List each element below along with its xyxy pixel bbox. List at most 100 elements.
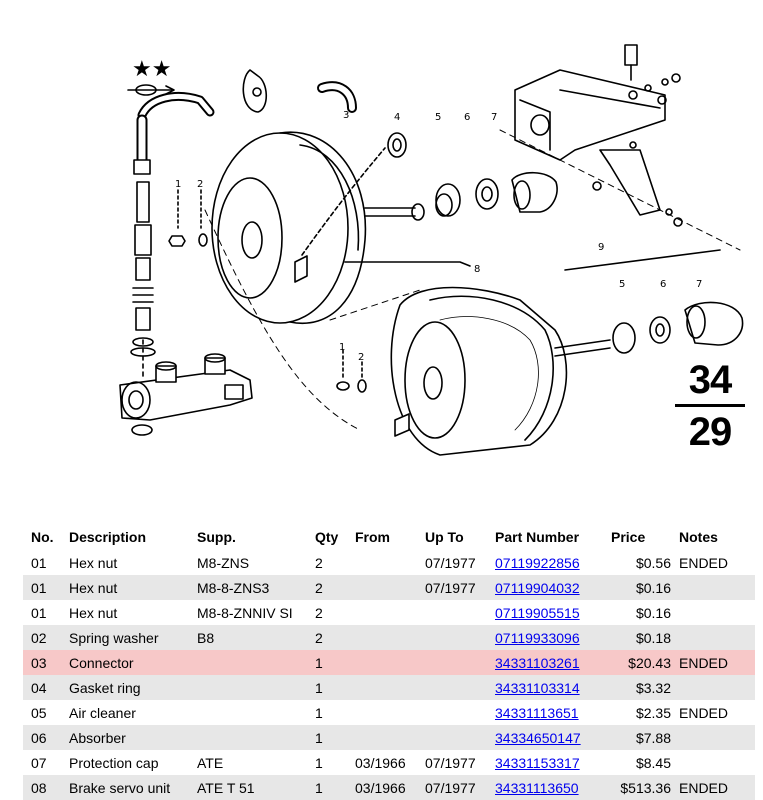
callout-9: 9 <box>598 242 604 253</box>
cell-from: 03/1966 <box>347 775 417 800</box>
cell-price: $0.16 <box>603 575 671 600</box>
cell-no: 01 <box>23 550 61 575</box>
cell-no: 01 <box>23 575 61 600</box>
cell-from <box>347 700 417 725</box>
cell-description: Brake servo unit <box>61 775 189 800</box>
cell-part-number: 34331103314 <box>487 675 603 700</box>
part-number-link[interactable]: 07119905515 <box>495 604 580 621</box>
callout-3: 3 <box>343 110 349 121</box>
part-number-link[interactable]: 34331103261 <box>495 654 580 671</box>
callout-2-lower: 2 <box>358 352 364 363</box>
cell-notes <box>671 625 755 650</box>
cell-qty: 1 <box>307 750 347 775</box>
cell-qty: 1 <box>307 725 347 750</box>
cell-price: $0.56 <box>603 550 671 575</box>
part-number-link[interactable]: 07119933096 <box>495 629 580 646</box>
cell-description: Spring washer <box>61 625 189 650</box>
part-number-link[interactable]: 34331153317 <box>495 754 580 771</box>
cell-supp: M8-8-ZNNIV SI <box>189 600 307 625</box>
cell-price: $7.88 <box>603 725 671 750</box>
cell-supp <box>189 675 307 700</box>
cell-description: Hex nut <box>61 550 189 575</box>
cell-notes: ENDED <box>671 775 755 800</box>
cell-from <box>347 550 417 575</box>
callout-6-lower: 6 <box>660 279 666 290</box>
cell-notes <box>671 725 755 750</box>
price-value: $0.16 <box>635 579 671 596</box>
cell-description: Hex nut <box>61 575 189 600</box>
cell-up-to: 07/1977 <box>417 750 487 775</box>
callout-2: 2 <box>197 179 203 190</box>
header-part-number: Part Number <box>487 523 603 550</box>
cell-no: 07 <box>23 750 61 775</box>
cell-price: $8.45 <box>603 750 671 775</box>
cell-supp: M8-8-ZNS3 <box>189 575 307 600</box>
cell-description: Hex nut <box>61 600 189 625</box>
header-qty: Qty <box>307 523 347 550</box>
callout-7-lower: 7 <box>696 279 702 290</box>
cell-part-number: 07119905515 <box>487 600 603 625</box>
part-number-link[interactable]: 34334650147 <box>495 729 581 746</box>
cell-price: $2.35 <box>603 700 671 725</box>
cell-part-number: 34331113651 <box>487 700 603 725</box>
cell-supp: B8 <box>189 625 307 650</box>
cell-part-number: 34334650147 <box>487 725 603 750</box>
part-number-link[interactable]: 34331103314 <box>495 679 580 696</box>
cell-supp <box>189 650 307 675</box>
cell-part-number: 34331113650 <box>487 775 603 800</box>
cell-part-number: 34331153317 <box>487 750 603 775</box>
cell-up-to <box>417 625 487 650</box>
cell-from: 03/1966 <box>347 750 417 775</box>
cell-no: 02 <box>23 625 61 650</box>
cell-supp: ATE T 51 <box>189 775 307 800</box>
table-header-row: No. Description Supp. Qty From Up To Par… <box>23 523 755 550</box>
parts-table: No. Description Supp. Qty From Up To Par… <box>23 523 755 800</box>
part-number-link[interactable]: 07119904032 <box>495 579 580 596</box>
page-code-top: 34 <box>688 358 733 402</box>
cell-price: $20.43 <box>603 650 671 675</box>
callout-5: 5 <box>435 112 441 123</box>
cell-price: $3.32 <box>603 675 671 700</box>
callout-1: 1 <box>175 179 181 190</box>
price-value: $0.16 <box>635 604 671 621</box>
cell-price: $0.18 <box>603 625 671 650</box>
part-number-link[interactable]: 34331113651 <box>495 704 579 721</box>
cell-part-number: 07119904032 <box>487 575 603 600</box>
cell-no: 06 <box>23 725 61 750</box>
cell-description: Air cleaner <box>61 700 189 725</box>
cell-up-to <box>417 650 487 675</box>
callout-5-lower: 5 <box>619 279 625 290</box>
cell-from <box>347 675 417 700</box>
price-value: $7.88 <box>635 729 671 746</box>
cell-qty: 1 <box>307 675 347 700</box>
cell-notes: ENDED <box>671 550 755 575</box>
part-number-link[interactable]: 07119922856 <box>495 554 580 571</box>
cell-description: Connector <box>61 650 189 675</box>
header-from: From <box>347 523 417 550</box>
price-value: $8.45 <box>635 754 671 771</box>
cell-qty: 2 <box>307 600 347 625</box>
cell-supp <box>189 700 307 725</box>
cell-up-to: 07/1977 <box>417 775 487 800</box>
cell-up-to <box>417 725 487 750</box>
cell-qty: 2 <box>307 625 347 650</box>
cell-no: 08 <box>23 775 61 800</box>
price-value: $2.35 <box>635 704 671 721</box>
cell-no: 05 <box>23 700 61 725</box>
cell-no: 03 <box>23 650 61 675</box>
parts-diagram: ★★ <box>119 44 745 456</box>
header-up-to: Up To <box>417 523 487 550</box>
cell-from <box>347 575 417 600</box>
cell-supp: M8-ZNS <box>189 550 307 575</box>
cell-from <box>347 650 417 675</box>
part-number-link[interactable]: 34331113650 <box>495 779 579 796</box>
price-value: $20.43 <box>628 654 671 671</box>
cell-qty: 1 <box>307 700 347 725</box>
callout-6: 6 <box>464 112 470 123</box>
